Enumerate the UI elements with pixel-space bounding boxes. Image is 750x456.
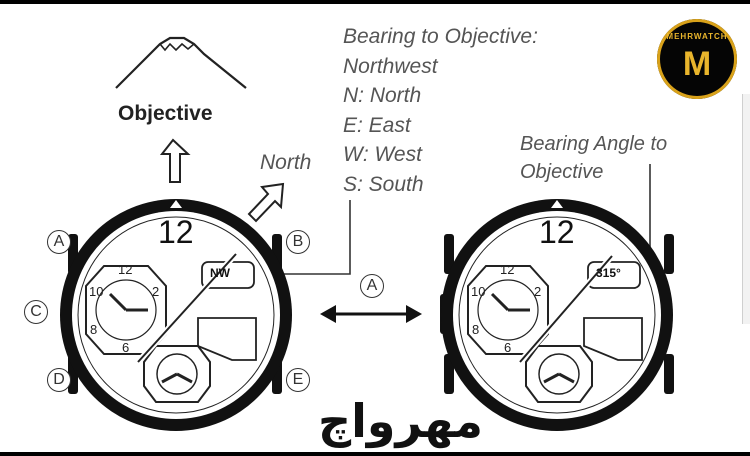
switch-arrow-icon (320, 305, 422, 323)
legend-line: E: East (343, 113, 411, 137)
north-arrow-icon (247, 182, 285, 223)
objective-label: Objective (118, 102, 213, 125)
watermark-text: مهرواچ (318, 394, 483, 448)
left-subdial-8: 8 (90, 322, 98, 337)
right-watch-display: 315° (596, 266, 621, 280)
mountain-icon (115, 36, 247, 89)
left-subdial-6: 6 (122, 340, 130, 355)
right-watch (440, 199, 674, 431)
right-subdial-12: 12 (500, 262, 515, 277)
bearing-angle-line: Bearing Angle to (520, 133, 668, 155)
mehrwatch-logo: MEHRWATCH M (657, 19, 737, 99)
left-subdial-2: 2 (152, 284, 160, 299)
diagram-artwork (60, 36, 674, 431)
left-watch-twelve: 12 (158, 214, 194, 250)
north-label: North (260, 151, 312, 174)
button-b-callout: B (286, 230, 310, 254)
button-a-switch-callout: A (360, 274, 384, 298)
legend-line: Northwest (343, 54, 438, 78)
button-e-callout: E (286, 368, 310, 392)
adjacent-panel-edge (742, 94, 750, 324)
legend-line: S: South (343, 172, 424, 196)
diagram-canvas: Objective North Bearing to Objective: No… (0, 4, 750, 452)
objective-arrow-icon (159, 138, 191, 183)
legend-line: W: West (343, 143, 422, 166)
left-watch-display: NW (210, 266, 230, 280)
bearing-angle-line: Objective (520, 161, 604, 183)
right-subdial-6: 6 (504, 340, 512, 355)
bearing-legend: Bearing to Objective: Northwest N: North… (343, 22, 538, 199)
right-watch-twelve: 12 (539, 214, 575, 250)
button-a-callout: A (47, 230, 71, 254)
logo-glyph: M (682, 45, 712, 83)
left-watch (60, 199, 292, 431)
left-subdial-10: 10 (89, 284, 104, 299)
button-d-callout: D (47, 368, 71, 392)
right-subdial-10: 10 (471, 284, 486, 299)
logo-text: MEHRWATCH (666, 32, 728, 41)
legend-line: N: North (343, 84, 422, 107)
bearing-angle-label: Bearing Angle to Objective (520, 130, 667, 186)
left-subdial-12: 12 (118, 262, 133, 277)
button-c-callout: C (24, 300, 48, 324)
legend-line: Bearing to Objective: (343, 25, 538, 48)
right-subdial-8: 8 (472, 322, 480, 337)
right-subdial-2: 2 (534, 284, 542, 299)
